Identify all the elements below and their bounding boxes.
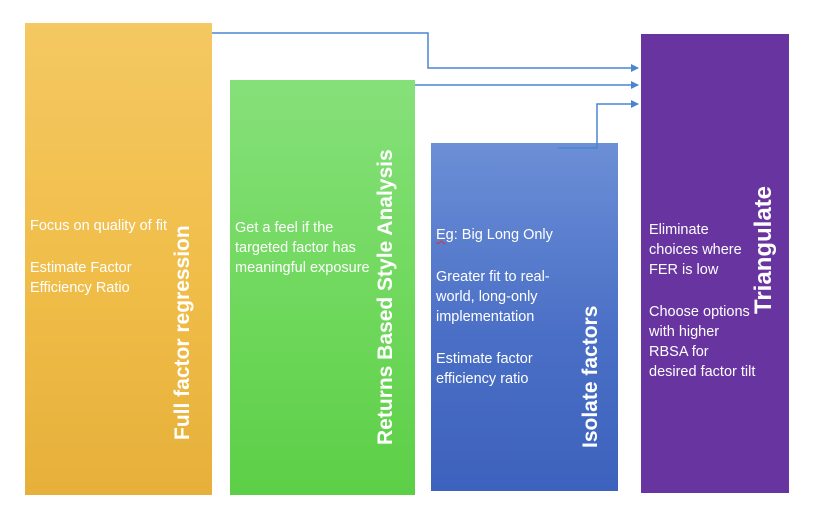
isolate-factors-body: Eg: Big Long Only Greater fit to real-wo… bbox=[436, 225, 571, 389]
body-line: Estimate factor efficiency ratio bbox=[436, 351, 533, 387]
body-line: Estimate Factor Efficiency Ratio bbox=[30, 260, 132, 296]
isolate-factors-box: Eg: Big Long Only Greater fit to real-wo… bbox=[431, 143, 618, 491]
rbsa-body: Get a feel if the targeted factor has me… bbox=[235, 218, 375, 278]
body-line: Focus on quality of fit bbox=[30, 218, 168, 234]
connector-arrow-from-isolate bbox=[558, 100, 639, 149]
body-line: Choose options with higher RBSA for desi… bbox=[649, 304, 756, 380]
triangulate-body: Eliminate choices where FER is low Choos… bbox=[649, 220, 759, 382]
full-factor-regression-box: Focus on quality of fit Estimate Factor … bbox=[25, 23, 212, 495]
returns-based-style-analysis-box: Get a feel if the targeted factor has me… bbox=[230, 80, 415, 495]
body-line-example: Eg: Big Long Only bbox=[436, 225, 571, 245]
connector-arrow-from-regression bbox=[212, 32, 639, 72]
body-line: Get a feel if the targeted factor has me… bbox=[235, 220, 370, 276]
body-line: Greater fit to real-world, long-only imp… bbox=[436, 269, 550, 325]
body-line: Eliminate choices where FER is low bbox=[649, 222, 742, 278]
spellcheck-word: Eg bbox=[436, 227, 454, 243]
triangulate-box: Eliminate choices where FER is low Choos… bbox=[641, 34, 789, 493]
body-line-rest: : Big Long Only bbox=[453, 227, 553, 243]
full-factor-regression-body: Focus on quality of fit Estimate Factor … bbox=[30, 216, 170, 298]
